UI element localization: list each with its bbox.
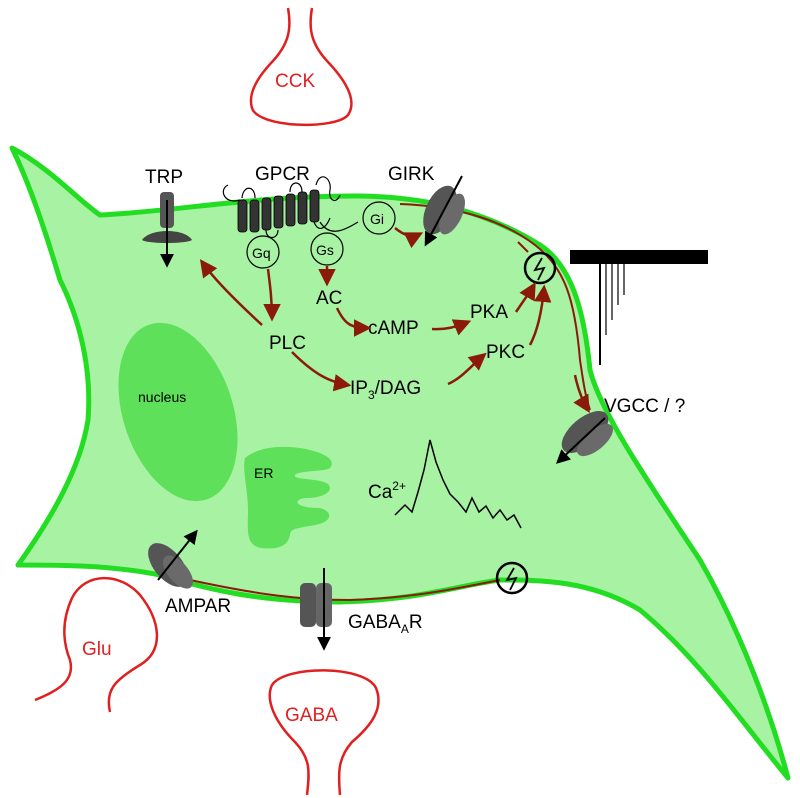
cell-body [9, 145, 791, 781]
gabaar-channel [300, 568, 332, 651]
pka-label: PKA [470, 302, 508, 323]
excitability-icon-bottom [495, 561, 529, 595]
current-trace-icon [570, 250, 708, 365]
plc-label: PLC [269, 333, 306, 354]
gs-protein: Gs [310, 232, 344, 266]
gq-protein: Gq [246, 235, 280, 269]
gaba-terminal: GABA [268, 669, 380, 796]
pkc-label: PKC [486, 342, 525, 363]
excitability-icon-top [523, 251, 557, 285]
nucleus-label: nucleus [138, 389, 186, 405]
cck-label: CCK [275, 71, 315, 92]
gq-label: Gq [252, 245, 271, 261]
gpcr-receptor [222, 176, 359, 239]
calcium-trace-icon [394, 439, 522, 529]
vgcc-channel [555, 411, 614, 464]
endoplasmic-reticulum [244, 446, 332, 549]
trp-channel [142, 192, 192, 268]
vgcc-label: VGCC / ? [604, 396, 685, 417]
ip3-dag-label: IP3/DAG [350, 378, 421, 402]
glu-label: Glu [82, 639, 112, 660]
ac-label: AC [316, 288, 342, 309]
ampar-label: AMPAR [165, 596, 231, 617]
gi-protein: Gi [362, 201, 396, 235]
trp-label: TRP [145, 167, 183, 188]
gs-label: Gs [316, 242, 334, 258]
cck-terminal: CCK [249, 7, 353, 127]
gabaar-label: GABAAR [348, 612, 423, 636]
girk-label: GIRK [388, 164, 435, 185]
er-label: ER [254, 465, 273, 481]
glu-terminal: Glu [34, 576, 159, 713]
camp-label: cAMP [368, 318, 419, 339]
girk-channel [423, 175, 465, 247]
pathway-arrows [199, 227, 590, 414]
gaba-label: GABA [285, 705, 338, 726]
gi-label: Gi [370, 211, 384, 227]
nucleus [118, 322, 238, 502]
calcium-label: Ca2+ [368, 479, 406, 503]
ampar-channel [148, 529, 198, 589]
gpcr-label: GPCR [255, 164, 310, 185]
